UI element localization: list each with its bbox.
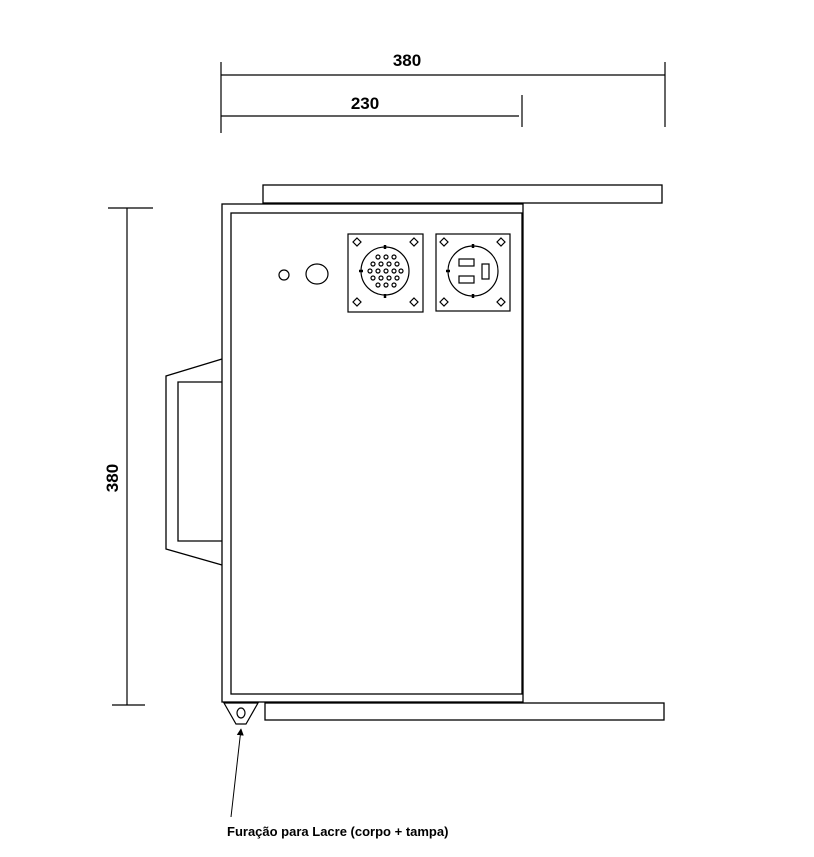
seal-hole-leader-arrow <box>230 728 244 818</box>
dimension-overall-width-label: 380 <box>393 51 421 70</box>
dimension-overall-width <box>220 62 666 133</box>
socket-slot-side <box>481 263 490 280</box>
dimension-partial-width-label: 230 <box>351 94 379 113</box>
enclosure-outer-frame <box>221 203 524 703</box>
dimension-overall-height-label: 380 <box>103 464 122 492</box>
large-indicator-hole <box>305 263 329 285</box>
dimension-overall-height <box>108 207 153 706</box>
enclosure-inner-panel <box>230 212 523 695</box>
socket-slot-bottom <box>458 275 475 284</box>
connector-pins <box>367 254 404 288</box>
dimension-partial-width <box>221 95 523 127</box>
bottom-lid-flange <box>264 702 665 721</box>
socket-slot-top <box>458 258 475 267</box>
small-indicator-hole <box>278 269 290 281</box>
seal-hole-tab <box>222 702 260 725</box>
multipin-connector <box>347 233 424 313</box>
seal-hole-label: Furação para Lacre (corpo + tampa) <box>227 824 448 839</box>
carry-handle <box>165 358 223 566</box>
top-lid-flange <box>262 184 663 204</box>
power-socket <box>435 233 511 312</box>
